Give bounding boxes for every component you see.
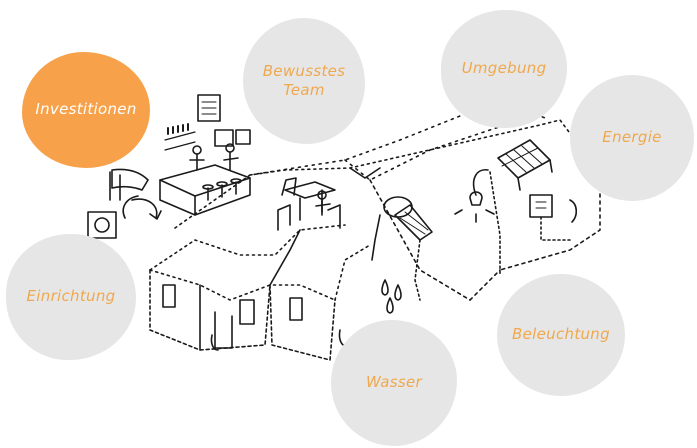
category-label-bewusstes-team: Bewusstes Team	[262, 61, 346, 100]
category-bubble-beleuchtung[interactable]: Beleuchtung	[497, 274, 625, 396]
category-bubble-energie[interactable]: Energie	[570, 75, 694, 201]
category-label-wasser: Wasser	[365, 373, 423, 392]
category-bubble-einrichtung[interactable]: Einrichtung	[6, 234, 136, 360]
category-label-investitionen: Investitionen	[35, 100, 137, 119]
category-bubble-wasser[interactable]: Wasser	[331, 320, 457, 446]
category-label-umgebung: Umgebung	[461, 59, 547, 78]
category-label-energie: Energie	[602, 128, 662, 147]
category-bubble-investitionen[interactable]: Investitionen	[22, 52, 150, 168]
category-bubble-umgebung[interactable]: Umgebung	[441, 10, 567, 128]
category-bubble-bewusstes-team[interactable]: Bewusstes Team	[243, 18, 365, 144]
category-label-einrichtung: Einrichtung	[26, 287, 116, 306]
category-label-beleuchtung: Beleuchtung	[512, 325, 610, 344]
